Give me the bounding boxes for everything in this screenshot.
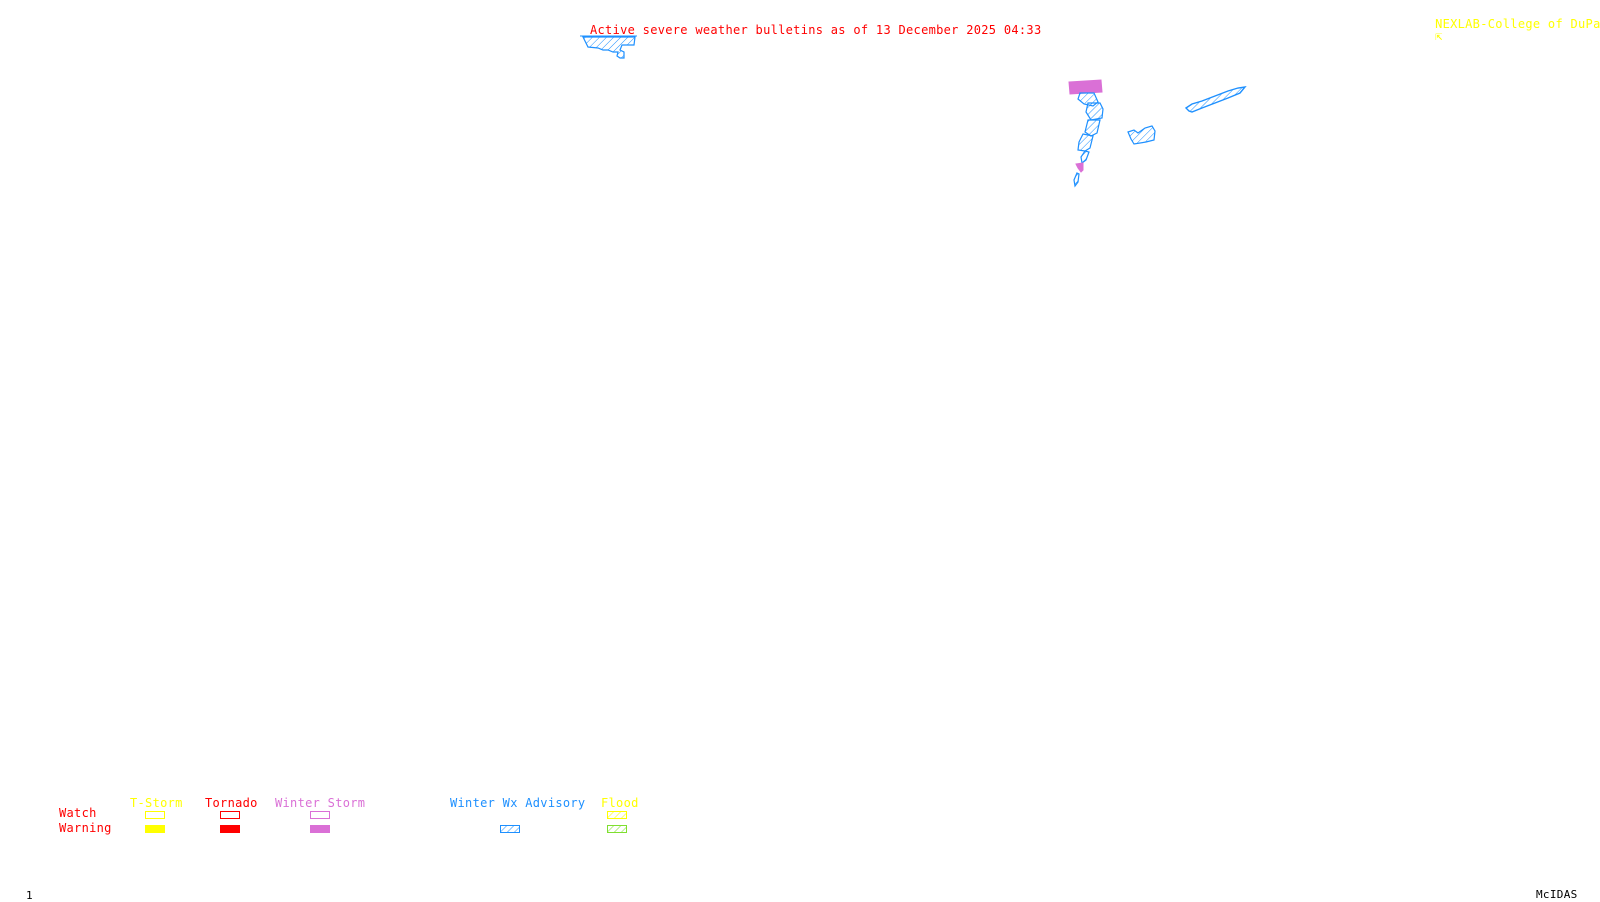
legend-header-tornado: Tornado: [205, 796, 258, 810]
advisory-area-top-center: [580, 35, 637, 59]
legend-header-tstorm: T-Storm: [130, 796, 183, 810]
legend-tstorm-watch-swatch: [145, 811, 165, 819]
bulletin-title: Active severe weather bulletins as of 13…: [590, 23, 1042, 37]
credit-text: NEXLAB-College of DuPage: [1435, 17, 1600, 31]
software-label: McIDAS: [1536, 888, 1578, 901]
winter-storm-warning-area-north: [1068, 79, 1103, 95]
credit-label: NEXLAB-College of DuPage ⇱: [1420, 6, 1600, 42]
arrow-nw-icon: ⇱: [1435, 29, 1443, 43]
legend-tornado-watch-swatch: [220, 811, 240, 819]
advisory-area-east-elongated: [1184, 86, 1247, 113]
legend-header-winter-storm: Winter Storm: [275, 796, 366, 810]
legend-row-watch: Watch: [59, 806, 97, 820]
advisory-area-chain: [1073, 92, 1104, 188]
legend-row-warning: Warning: [59, 821, 112, 835]
legend-flood-watch-swatch: [607, 811, 627, 819]
legend-header-winter-advisory: Winter Wx Advisory: [450, 796, 586, 810]
legend-tornado-warning-swatch: [220, 825, 240, 833]
winter-storm-warning-area-small: [1075, 162, 1084, 173]
advisory-area-middle: [1127, 125, 1156, 145]
legend-flood-warning-swatch: [607, 825, 627, 833]
legend-winter-storm-warning-swatch: [310, 825, 330, 833]
frame-number: 1: [26, 889, 33, 902]
legend-tstorm-warning-swatch: [145, 825, 165, 833]
legend-winter-storm-watch-swatch: [310, 811, 330, 819]
legend-header-flood: Flood: [601, 796, 639, 810]
legend-winter-advisory-swatch: [500, 825, 520, 833]
